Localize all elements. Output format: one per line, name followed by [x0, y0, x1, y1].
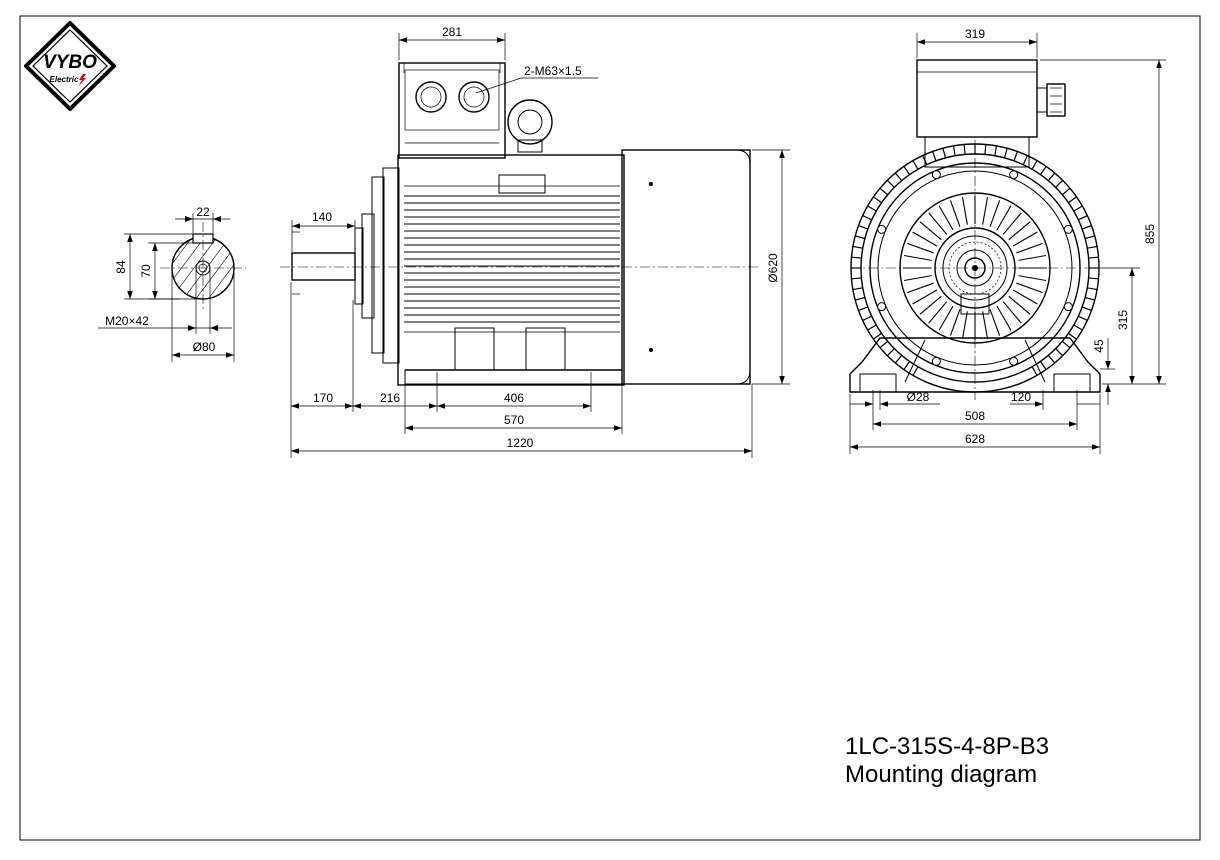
motor-side-view: 281 2-M63×1.5 140 Ø620 170 216 406: [280, 25, 790, 458]
dim-570-label: 570: [504, 413, 524, 427]
diagram-subtitle: Mounting diagram: [845, 761, 1037, 788]
logo-brand-text: VYBO: [43, 52, 97, 73]
hole-spacing-label: 508: [965, 409, 985, 423]
motor-end-view: 319 855 315 45 Ø28 120 508: [849, 27, 1166, 454]
shaft-length-label: 140: [312, 210, 332, 224]
foot-height-label: 45: [1092, 339, 1106, 353]
shaft-section-view: 22 84 70 M20×42 Ø80: [98, 205, 246, 362]
shaft-key-width-label: 22: [196, 205, 210, 219]
cable-gland-label: 2-M63×1.5: [524, 64, 582, 78]
overall-height-label: 855: [1143, 224, 1157, 244]
dim-1220-label: 1220: [507, 436, 534, 450]
shaft-height-label: 315: [1116, 310, 1130, 330]
cooling-fins-ring: [851, 144, 1099, 376]
dim-406-label: 406: [504, 391, 524, 405]
hole-diameter-label: Ø28: [907, 390, 930, 404]
brand-logo: VYBO Electric: [24, 21, 116, 111]
frame-diameter-label: Ø620: [766, 253, 780, 283]
shaft-height-84-label: 84: [114, 260, 128, 274]
dim-216-label: 216: [380, 391, 400, 405]
logo-sub-text: Electric: [50, 75, 79, 84]
model-title: 1LC-315S-4-8P-B3: [845, 733, 1049, 760]
side-tbox-width-label: 281: [442, 25, 462, 39]
shaft-diameter-label: Ø80: [193, 340, 216, 354]
end-tbox-width-label: 319: [965, 27, 985, 41]
shaft-height-70-label: 70: [139, 264, 153, 278]
foot-width-label: 120: [1011, 390, 1031, 404]
shaft-thread-label: M20×42: [105, 314, 149, 328]
lightning-icon: [78, 74, 86, 87]
overall-width-label: 628: [965, 432, 985, 446]
drawing-border: [19, 15, 1201, 841]
dim-170-label: 170: [313, 391, 333, 405]
